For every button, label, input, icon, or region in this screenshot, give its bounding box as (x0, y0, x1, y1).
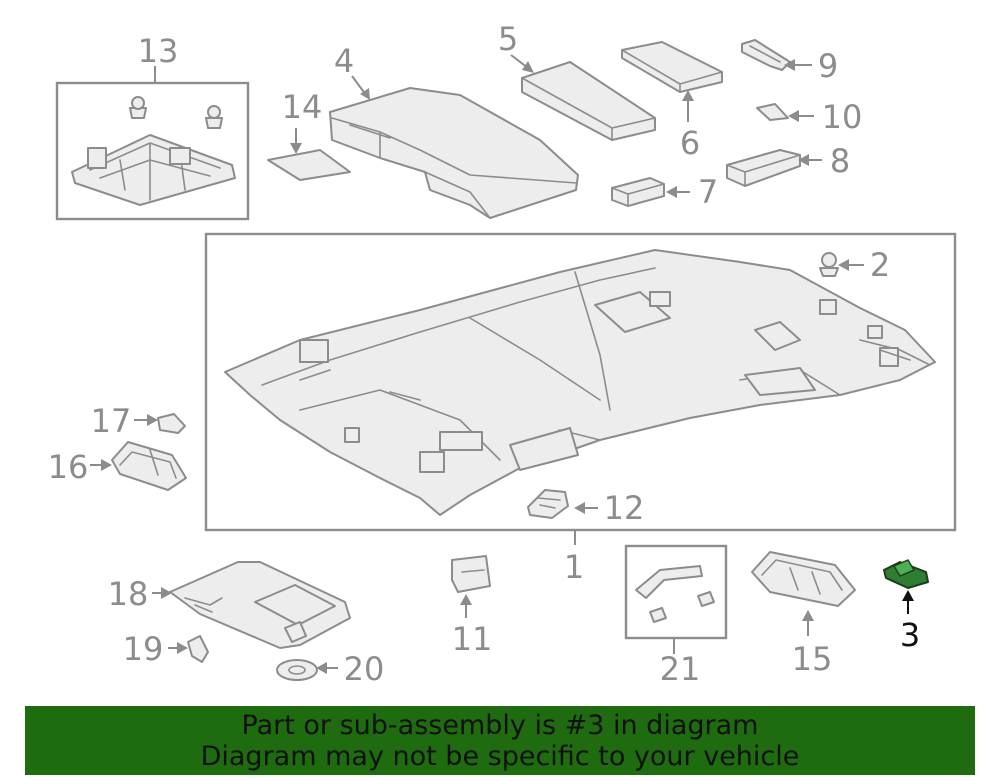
part-8 (726, 149, 801, 187)
info-banner: Part or sub-assembly is #3 in diagram Di… (25, 706, 975, 775)
part-9 (741, 39, 791, 71)
callout-20: 20 (344, 650, 385, 688)
part-19-clip (187, 635, 209, 663)
callout-12: 12 (604, 489, 645, 527)
part-21-assist-grip (635, 565, 715, 623)
part-14-pad (267, 149, 351, 181)
callout-5: 5 (498, 20, 518, 58)
part-5-pad (521, 61, 656, 141)
group-box-1 (204, 232, 957, 532)
callout-6: 6 (680, 124, 700, 162)
callout-16: 16 (48, 448, 89, 486)
callout-21: 21 (660, 650, 701, 688)
part-16-lamp (111, 441, 187, 491)
part-6-pad (621, 41, 723, 93)
part-7 (611, 177, 665, 207)
part-18-sun-visor (169, 561, 351, 649)
callout-9: 9 (818, 47, 838, 85)
part-10 (756, 103, 789, 121)
callout-18: 18 (108, 575, 149, 613)
callout-1: 1 (564, 548, 584, 586)
part-4-panel (329, 87, 579, 219)
callout-13: 13 (138, 32, 179, 70)
callout-3: 3 (900, 616, 920, 654)
banner-line-1: Part or sub-assembly is #3 in diagram (241, 710, 759, 741)
part-15-map-lamp (751, 551, 856, 607)
callout-10: 10 (822, 98, 863, 136)
part-3-highlighted (883, 559, 929, 589)
callout-8: 8 (830, 142, 850, 180)
callout-7: 7 (698, 173, 718, 211)
part-1-headliner (224, 249, 936, 516)
callout-11: 11 (452, 620, 493, 658)
part-20-cap (276, 659, 318, 681)
callout-19: 19 (123, 630, 164, 668)
banner-line-2: Diagram may not be specific to your vehi… (200, 741, 800, 772)
part-17 (157, 413, 186, 434)
callout-15: 15 (792, 640, 833, 678)
part-12 (527, 489, 569, 519)
callout-17: 17 (91, 402, 132, 440)
part-2-clip (819, 252, 839, 277)
group-box-21 (624, 544, 728, 640)
callout-4: 4 (334, 42, 354, 80)
group-box-13 (55, 81, 250, 221)
callout-2: 2 (870, 246, 890, 284)
callout-14: 14 (282, 88, 323, 126)
part-11 (451, 555, 491, 593)
part-13-dome-lamp (71, 96, 236, 206)
